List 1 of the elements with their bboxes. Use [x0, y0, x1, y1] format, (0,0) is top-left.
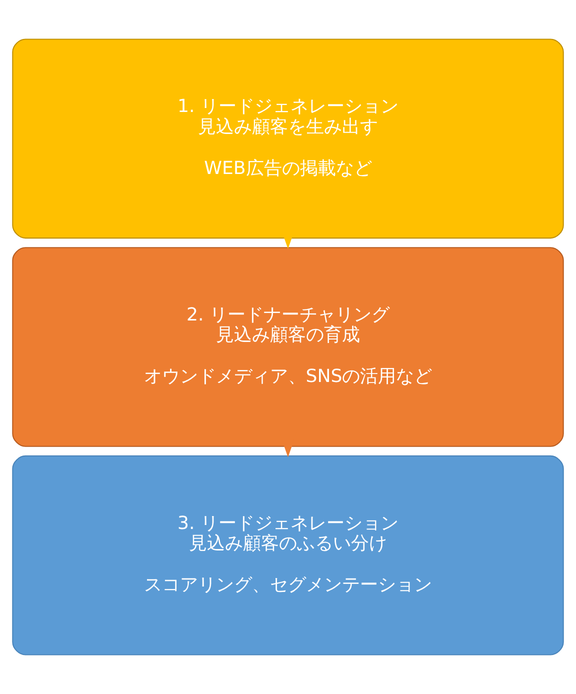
node-box: 3. リードジェネレーション 見込み顧客のふるい分け スコアリング、セグメンテーション	[12, 455, 564, 656]
